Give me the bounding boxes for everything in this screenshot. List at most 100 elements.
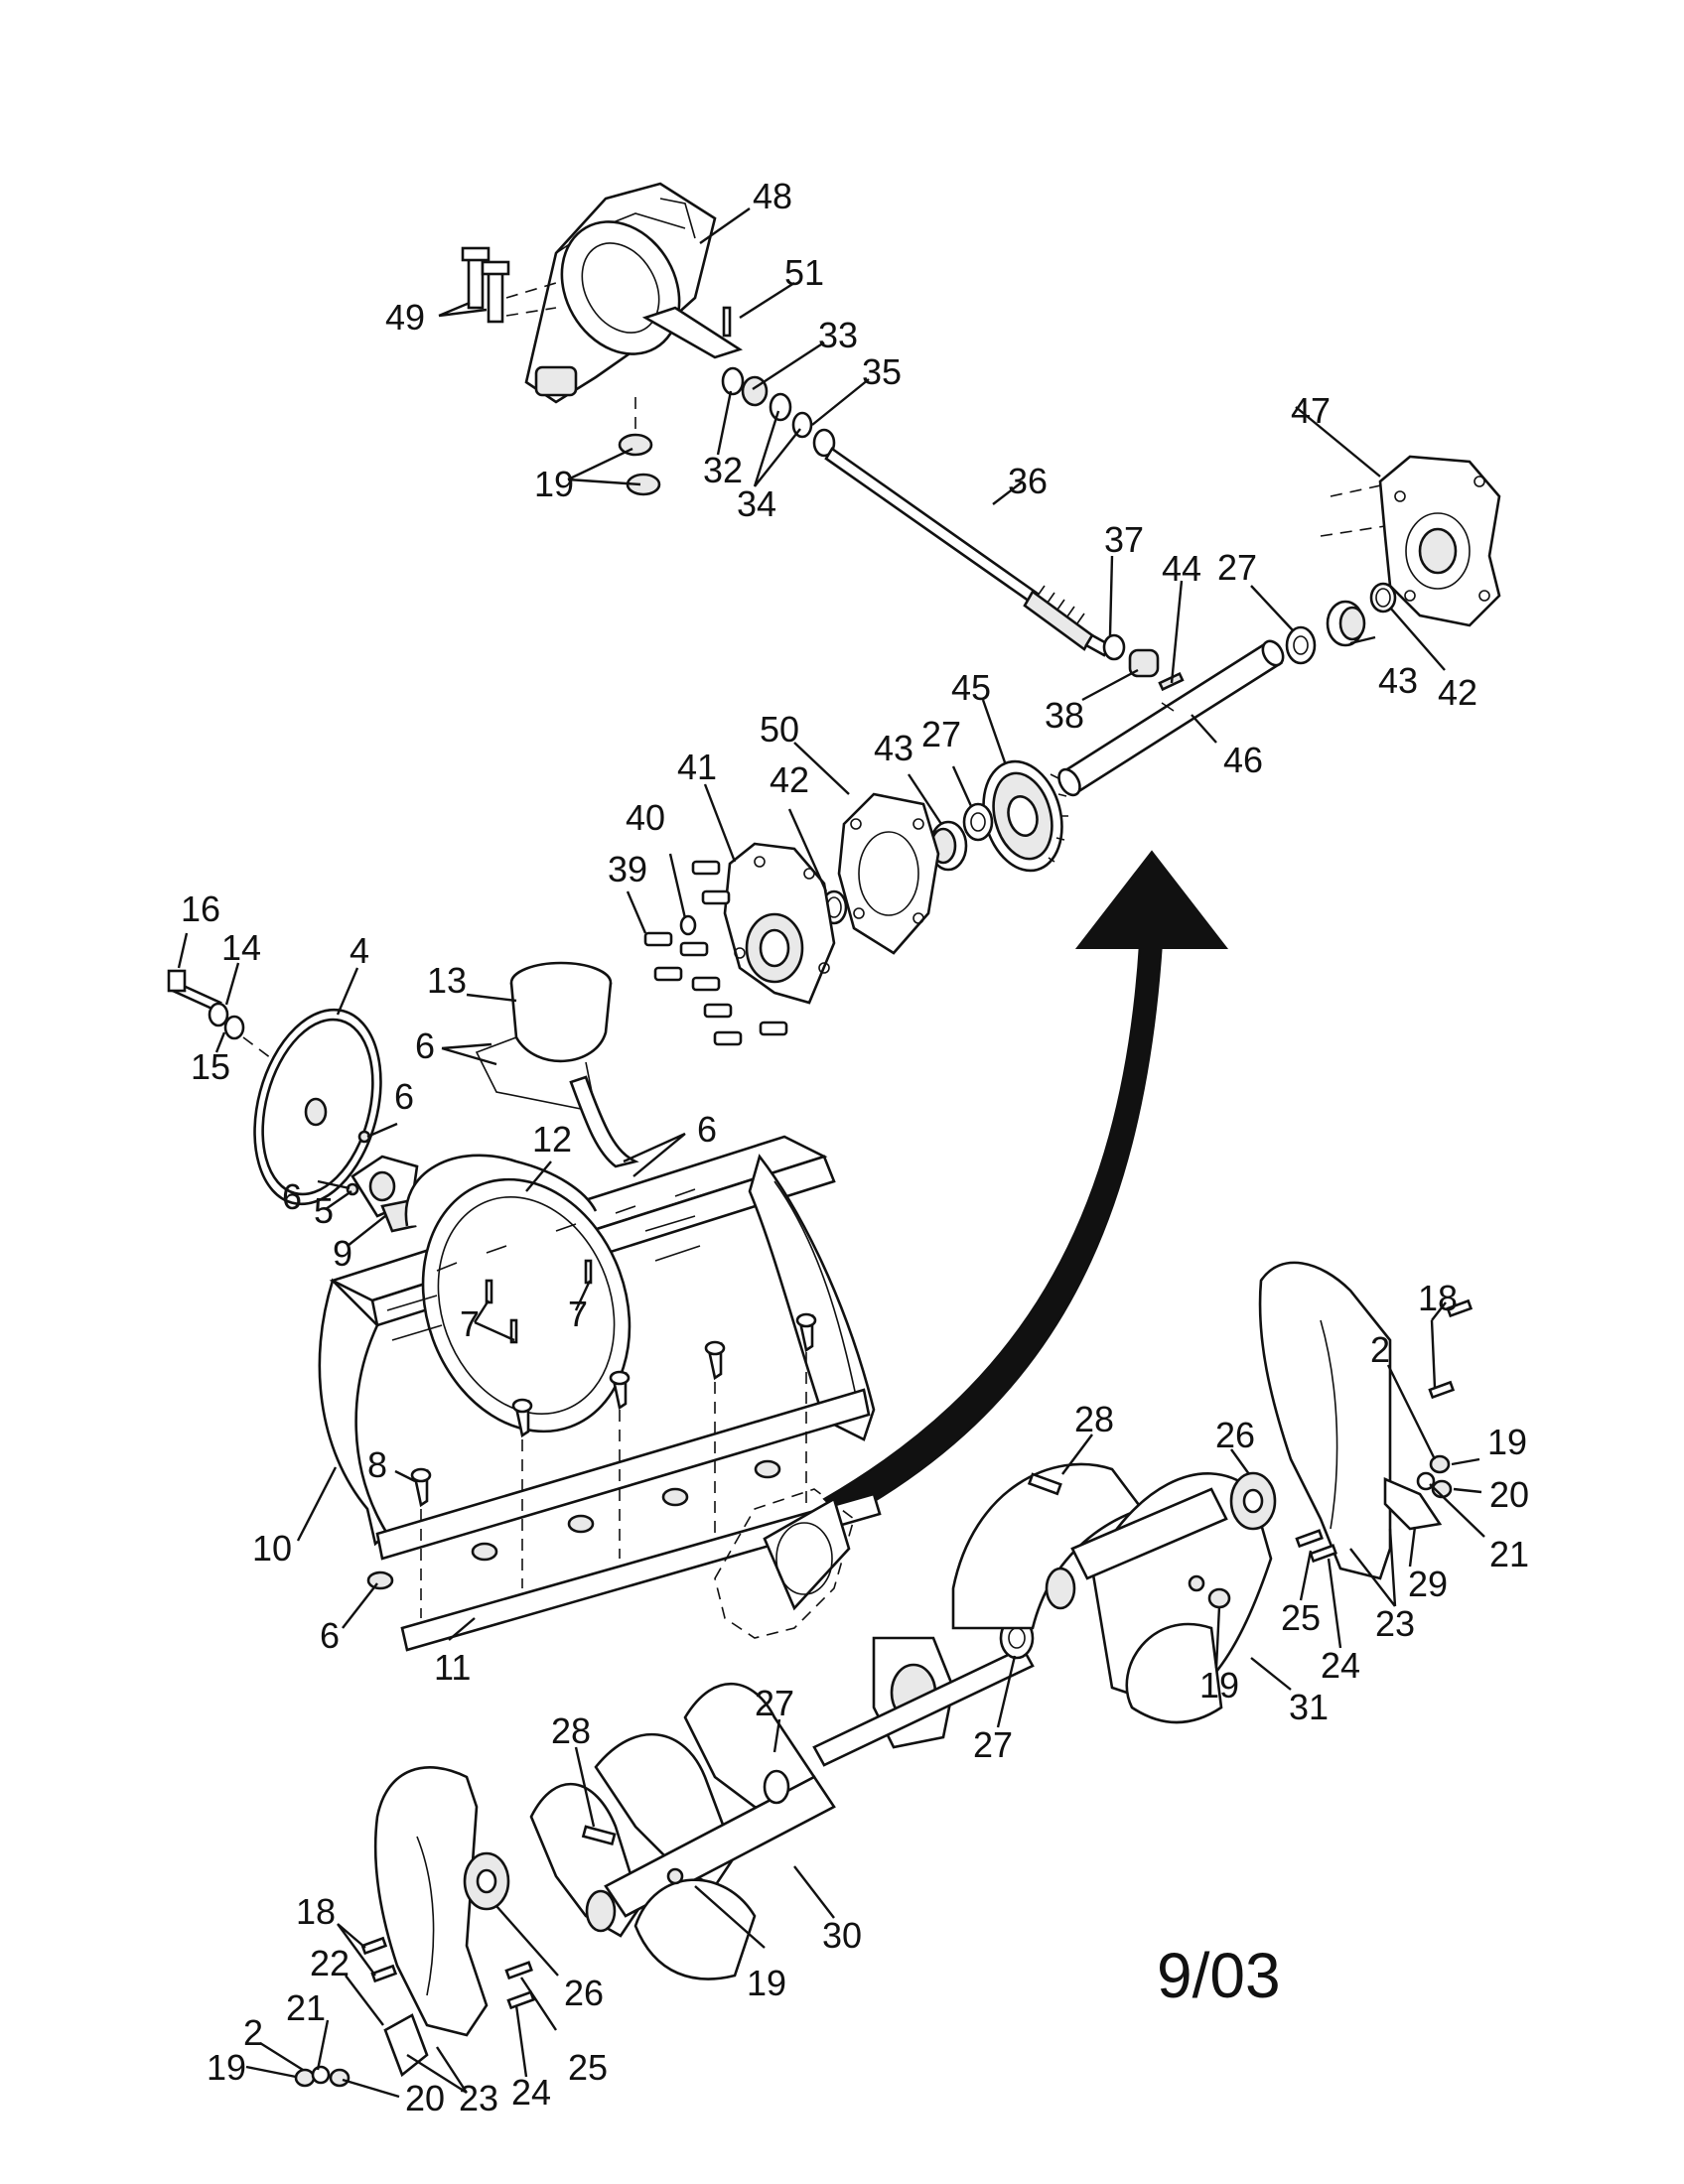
nuts-6-lower [366, 1459, 781, 1590]
callout-18b: 18 [296, 1891, 336, 1932]
callout-6a: 6 [415, 1025, 435, 1066]
bearing-43-mid [928, 820, 968, 872]
callout-38: 38 [1045, 695, 1084, 736]
shave-plate-11 [400, 1352, 882, 1652]
carriage-bolts-8 [410, 1312, 817, 1508]
callout-27a: 27 [1217, 547, 1257, 588]
hex-bolts-49 [461, 246, 557, 324]
callout-34: 34 [737, 483, 776, 524]
callout-35: 35 [862, 351, 902, 392]
callout-6d: 6 [282, 1176, 302, 1217]
callout-31: 31 [1289, 1687, 1329, 1727]
bearing-26-right [1229, 1471, 1277, 1531]
callout-49: 49 [385, 297, 425, 338]
side-plate-left [373, 1766, 489, 2037]
seal-42-upper [1369, 582, 1397, 614]
callout-26a: 26 [1215, 1415, 1255, 1455]
callout-33: 33 [818, 315, 858, 355]
gear-housing-48 [524, 182, 744, 404]
callout-2a: 2 [1370, 1329, 1390, 1370]
callout-28b: 28 [551, 1710, 591, 1751]
callout-20a: 20 [1489, 1474, 1529, 1515]
callout-37: 37 [1104, 519, 1144, 560]
callout-30: 30 [822, 1915, 862, 1956]
callout-28a: 28 [1074, 1399, 1114, 1439]
callout-40: 40 [626, 797, 665, 838]
auger-left-30 [529, 1682, 836, 1980]
callout-25b: 25 [568, 2047, 608, 2088]
callout-42a: 42 [1438, 672, 1477, 713]
auger-housing-10 [318, 961, 876, 1561]
callout-6e: 6 [320, 1615, 340, 1656]
callout-21b: 21 [286, 1987, 326, 2028]
assembly-arrow [822, 850, 1229, 1521]
callout-32: 32 [703, 450, 743, 490]
hex-nuts-19-upper [618, 397, 661, 496]
callout-6c: 6 [697, 1109, 717, 1150]
bolt-28-right [1027, 1472, 1062, 1496]
callout-2b: 2 [243, 2012, 263, 2053]
gasket-50 [837, 792, 940, 955]
callout-23b: 23 [459, 2078, 498, 2118]
callout-50: 50 [760, 709, 799, 750]
callout-19c: 19 [1199, 1665, 1239, 1706]
callout-29: 29 [1408, 1564, 1448, 1604]
callout-27d: 27 [755, 1683, 794, 1723]
date-code: 9/03 [1157, 1940, 1281, 2011]
callout-18a: 18 [1418, 1278, 1458, 1318]
leader-lines [177, 207, 1485, 2099]
callout-51: 51 [784, 252, 824, 293]
callout-25a: 25 [1281, 1597, 1321, 1638]
callout-19b: 19 [1487, 1422, 1527, 1462]
bolt-28-left [581, 1825, 617, 1846]
side-plate-right [1258, 1261, 1392, 1580]
callout-12: 12 [532, 1119, 572, 1160]
callout-16: 16 [181, 888, 220, 929]
callout-20b: 20 [405, 2078, 445, 2118]
gear-case-assembly [714, 1488, 1035, 1787]
callout-11: 11 [434, 1647, 471, 1688]
callout-15: 15 [191, 1046, 230, 1087]
callout-27c: 27 [973, 1724, 1013, 1765]
callout-39: 39 [608, 849, 647, 889]
callout-14: 14 [221, 927, 261, 968]
washer-stack [721, 366, 836, 458]
washer-27-mid [962, 802, 994, 842]
callout-10: 10 [252, 1528, 292, 1569]
callout-47: 47 [1291, 390, 1331, 431]
washer-27-upper [1285, 625, 1317, 665]
callout-36: 36 [1008, 461, 1048, 501]
bolts-39 [643, 860, 788, 1046]
callout-26b: 26 [564, 1973, 604, 2013]
callout-22: 22 [310, 1943, 350, 1983]
pin-51 [722, 306, 732, 338]
callout-27b: 27 [921, 714, 961, 754]
callout-9: 9 [333, 1233, 352, 1274]
washer-37 [1102, 633, 1126, 661]
callout-23a: 23 [1375, 1603, 1415, 1644]
callout-24a: 24 [1321, 1645, 1360, 1686]
callout-7b: 7 [568, 1294, 588, 1334]
callout-43b: 43 [874, 728, 913, 768]
callout-41: 41 [677, 747, 717, 787]
callout-5: 5 [314, 1190, 334, 1231]
gear-case-41 [723, 842, 836, 1005]
callout-4: 4 [350, 930, 369, 971]
bearing-43-upper [1326, 600, 1366, 647]
callout-21a: 21 [1489, 1534, 1529, 1574]
auger-right-31 [951, 1462, 1273, 1724]
callout-19a: 19 [534, 464, 574, 504]
callout-48: 48 [753, 176, 792, 216]
callout-6b: 6 [394, 1076, 414, 1117]
callout-24b: 24 [511, 2072, 551, 2113]
callout-19e: 19 [207, 2047, 246, 2088]
callout-7a: 7 [460, 1303, 480, 1344]
callout-45: 45 [951, 667, 991, 708]
worm-shaft-36 [824, 447, 1112, 657]
callout-46: 46 [1223, 740, 1263, 780]
plug-40 [679, 914, 697, 936]
callout-13: 13 [427, 960, 467, 1001]
callout-19d: 19 [747, 1963, 786, 2003]
hardware-right [1207, 1298, 1474, 1609]
